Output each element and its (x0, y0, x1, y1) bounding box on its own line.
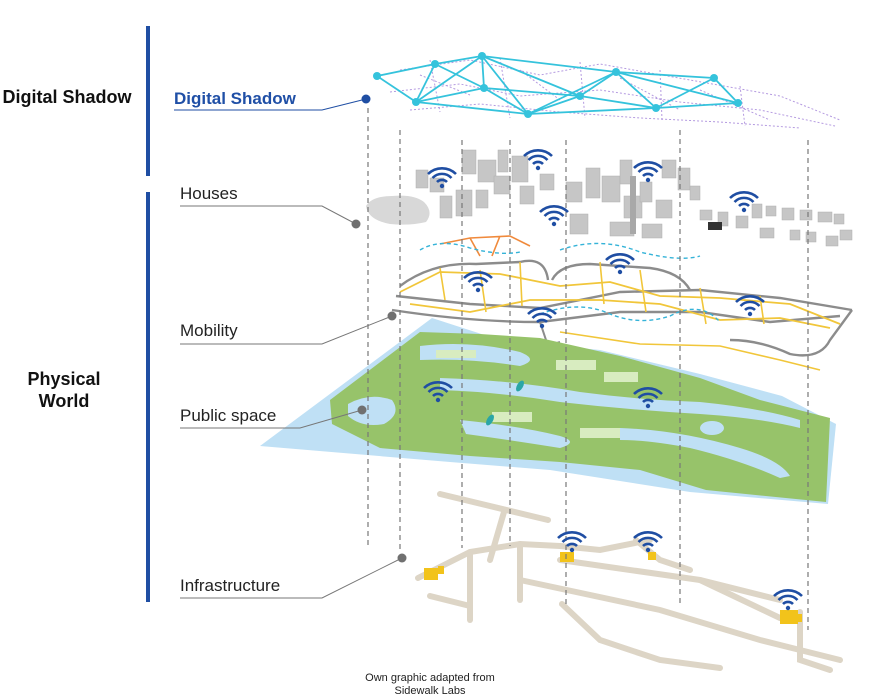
vertical-guides (367, 108, 809, 630)
houses-label: Houses (180, 184, 238, 203)
digital-shadow-marker (361, 94, 371, 104)
digital-shadow-section-title: Digital Shadow (2, 87, 132, 107)
infrastructure-layer (415, 491, 843, 673)
infrastructure-label: Infrastructure (180, 576, 281, 595)
digital-shadow-network (373, 52, 841, 129)
mobility-layer (391, 235, 853, 371)
physical-world-section-title: Physical World (0, 368, 128, 412)
credit-line2: Sidewalk Labs (394, 685, 466, 697)
wifi-icon (538, 204, 570, 228)
source-credit: Own graphic adapted from Sidewalk Labs (340, 672, 520, 698)
wifi-icon (462, 270, 494, 294)
credit-line1: Own graphic adapted from (365, 672, 495, 684)
physical-title-line2: World (38, 391, 90, 411)
wifi-icon (526, 306, 558, 330)
public-space-label: Public space (180, 406, 277, 425)
infrastructure-marker (397, 553, 407, 563)
label-leaders (174, 98, 403, 599)
mobility-marker (387, 311, 397, 321)
public-space-layer (260, 318, 836, 504)
mobility-label: Mobility (180, 321, 238, 340)
houses-layer (366, 149, 853, 247)
public-space-marker (357, 405, 367, 415)
digital-shadow-layer-label: Digital Shadow (174, 89, 296, 108)
infrastructure-units (424, 552, 802, 624)
wifi-icon (632, 160, 664, 184)
houses-marker (351, 219, 361, 229)
physical-title-line1: Physical (27, 369, 101, 389)
wifi-icon (734, 294, 766, 318)
